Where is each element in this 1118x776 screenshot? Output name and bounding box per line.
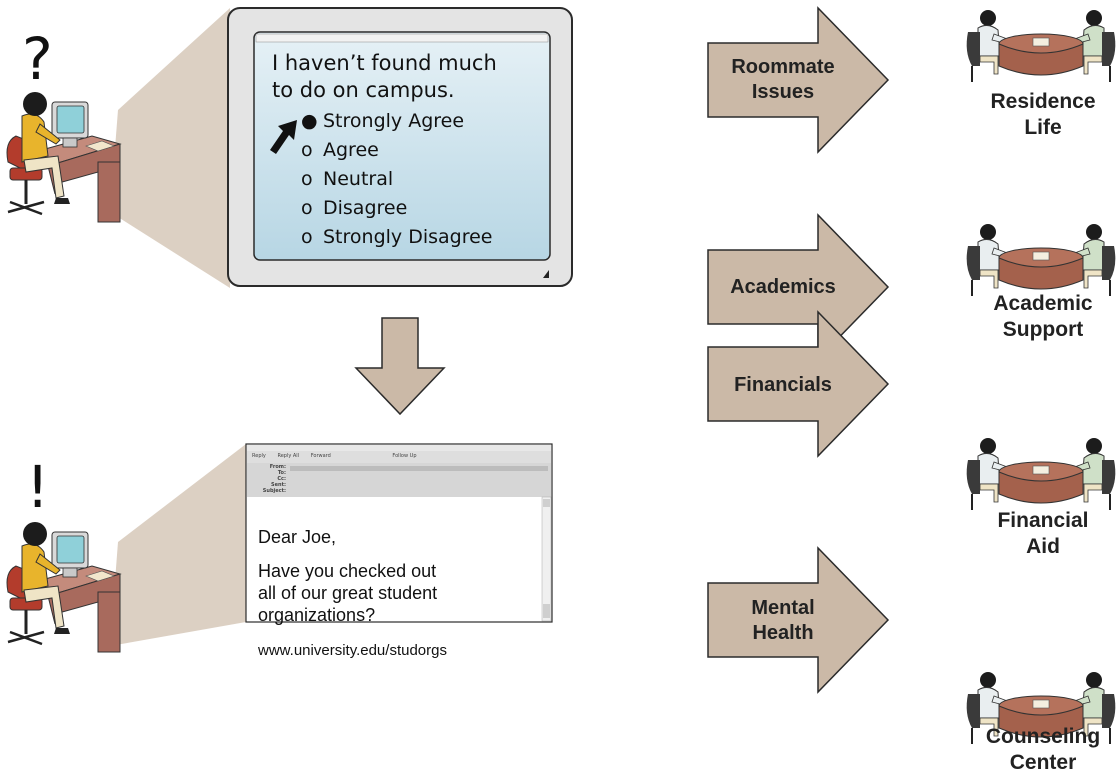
survey-option-disagree[interactable]: o Disagree — [301, 197, 407, 219]
survey-option-label: Disagree — [323, 197, 408, 219]
meeting-icon-residence-life — [965, 9, 1117, 83]
from-field-label: From: — [269, 464, 286, 470]
survey-perspective-beam — [110, 8, 230, 288]
survey-option-strongly-disagree[interactable]: o Strongly Disagree — [301, 226, 492, 248]
survey-question: I haven’t found much to do on campus. — [272, 50, 497, 104]
question-mark: ? — [22, 25, 53, 93]
meeting-icon-academic-support — [965, 223, 1117, 297]
survey-option-label: Strongly Agree — [323, 110, 465, 132]
subject-field-label: Subject: — [262, 488, 286, 494]
survey-option-label: Strongly Disagree — [323, 226, 493, 248]
meeting-icon-financial-aid — [965, 437, 1117, 511]
survey-option-strongly-agree[interactable]: ●Strongly Agree — [301, 110, 464, 132]
email-greeting: Dear Joe, — [258, 527, 337, 547]
issue-label-academics: Academics — [708, 275, 858, 300]
survey-option-agree[interactable]: o Agree — [301, 139, 379, 161]
exclamation-mark: ! — [26, 453, 50, 521]
sent-field-label: Sent: — [271, 482, 286, 488]
office-label-line: Aid — [1026, 535, 1060, 558]
radio-unselected-icon: o — [301, 168, 313, 190]
issue-label-line: Academics — [730, 276, 836, 298]
office-label-line: Academic — [993, 292, 1093, 315]
reply-button[interactable]: Reply — [252, 453, 266, 459]
office-label-residence-life: Residence Life — [960, 89, 1118, 141]
office-label-financial-aid: Financial Aid — [960, 508, 1118, 560]
issue-label-financials: Financials — [708, 373, 858, 398]
survey-option-label: Agree — [323, 139, 379, 161]
survey-option-neutral[interactable]: o Neutral — [301, 168, 393, 190]
office-label-line: Residence — [990, 90, 1096, 113]
cursor-icon — [270, 120, 297, 154]
office-label-line: Support — [1002, 318, 1084, 341]
email-body-line: all of our great student — [258, 583, 438, 603]
survey-question-line: to do on campus. — [272, 78, 455, 102]
email-perspective-beam — [110, 444, 246, 646]
follow-up-button[interactable]: Follow Up — [392, 453, 417, 459]
down-arrow — [354, 317, 446, 416]
email-body: Have you checked out all of our great st… — [258, 560, 528, 626]
issue-label-line: Roommate — [731, 56, 835, 78]
office-label-academic-support: Academic Support — [960, 291, 1118, 343]
cc-field-label: Cc: — [277, 476, 286, 482]
student-at-computer-survey — [5, 90, 122, 224]
office-label-line: Financial — [997, 509, 1089, 532]
office-label-line: Center — [1009, 751, 1077, 774]
email-scrollbar — [541, 496, 552, 622]
email-body-line: organizations? — [258, 605, 376, 625]
email-toolbar: Reply Reply All Forward Follow Up — [252, 453, 417, 459]
student-at-computer-email — [5, 520, 122, 654]
to-field-label: To: — [277, 470, 286, 476]
issue-label-line: Financials — [734, 374, 832, 396]
radio-unselected-icon: o — [301, 226, 313, 248]
office-label-counseling-center: Counseling Center — [960, 724, 1118, 776]
reply-all-button[interactable]: Reply All — [277, 453, 300, 459]
survey-screen — [253, 31, 551, 261]
issue-label-line: Mental — [751, 597, 815, 619]
email-link[interactable]: www.university.edu/studorgs — [258, 642, 447, 659]
survey-question-line: I haven’t found much — [272, 51, 497, 75]
radio-selected-icon: ● — [301, 110, 318, 132]
office-label-line: Life — [1024, 116, 1062, 139]
forward-button[interactable]: Forward — [310, 453, 331, 459]
issue-label-line: Health — [752, 622, 814, 644]
office-label-line: Counseling — [985, 725, 1101, 748]
survey-option-label: Neutral — [323, 168, 394, 190]
issue-label-roommate-issues: Roommate Issues — [708, 55, 858, 105]
radio-unselected-icon: o — [301, 197, 313, 219]
issue-label-mental-health: Mental Health — [708, 596, 858, 646]
radio-unselected-icon: o — [301, 139, 313, 161]
email-body-line: Have you checked out — [258, 561, 437, 581]
issue-label-line: Issues — [751, 81, 815, 103]
